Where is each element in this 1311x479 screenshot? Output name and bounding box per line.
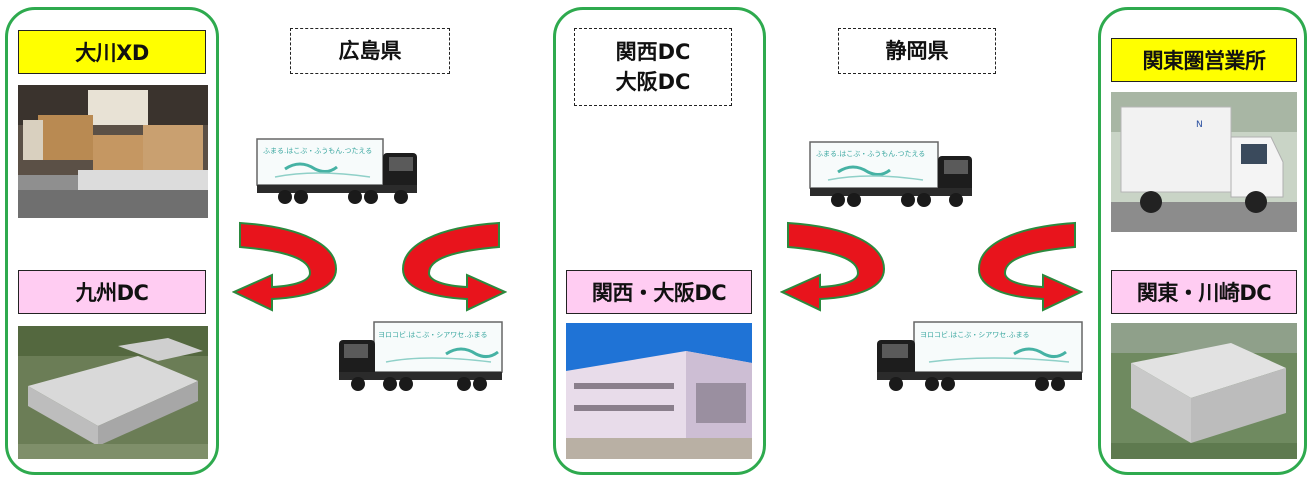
truck-icon: ヨロコビ.はこぶ・シアワセ.ふまる	[336, 318, 506, 398]
curved-arrow-icon	[392, 215, 507, 315]
osaka-dc-text: 大阪DC	[615, 70, 691, 94]
kyushu-dc-aerial-photo	[18, 326, 208, 459]
svg-text:ふまる.はこぶ・ふうもん.つたえる: ふまる.はこぶ・ふうもん.つたえる	[263, 147, 372, 155]
kansai-osaka-dc-label: 関西・大阪DC	[566, 270, 752, 314]
left-location-panel	[5, 7, 219, 475]
truck-icon: ふまる.はこぶ・ふうもん.つたえる	[808, 140, 976, 213]
shizuoka-text: 静岡県	[885, 39, 949, 63]
kanto-kawasaki-dc-aerial-photo	[1111, 323, 1297, 459]
curved-arrow-icon	[780, 215, 895, 315]
hiroshima-text: 広島県	[338, 39, 402, 63]
kansai-dc-text: 関西DC	[615, 40, 691, 64]
center-location-panel	[553, 7, 766, 475]
curved-arrow-icon	[968, 215, 1083, 315]
svg-text:ヨロコビ.はこぶ・シアワセ.ふまる: ヨロコビ.はこぶ・シアワセ.ふまる	[920, 330, 1029, 339]
curved-arrow-icon	[232, 215, 347, 315]
kanto-office-truck-photo: N	[1111, 92, 1297, 232]
truck-icon: ふまる.はこぶ・ふうもん.つたえる	[255, 137, 420, 210]
truck-icon: ヨロコビ.はこぶ・シアワセ.ふまる	[874, 318, 1086, 398]
svg-text:ヨロコビ.はこぶ・シアワセ.ふまる: ヨロコビ.はこぶ・シアワセ.ふまる	[378, 330, 487, 339]
shizuoka-region-label: 静岡県	[838, 28, 996, 74]
kansai-osaka-dc-building-photo	[566, 323, 752, 459]
svg-text:N: N	[1196, 120, 1203, 130]
kansai-osaka-dc-region-label: 関西DC 大阪DC	[574, 28, 732, 106]
hiroshima-region-label: 広島県	[290, 28, 450, 74]
kyushu-dc-label: 九州DC	[18, 270, 206, 314]
kanto-kawasaki-dc-label: 関東・川崎DC	[1111, 270, 1297, 314]
right-location-panel	[1098, 7, 1307, 475]
okawa-xd-label: 大川XD	[18, 30, 206, 74]
okawa-xd-warehouse-photo	[18, 85, 208, 218]
kanto-office-label: 関東圏営業所	[1111, 38, 1297, 82]
svg-text:ふまる.はこぶ・ふうもん.つたえる: ふまる.はこぶ・ふうもん.つたえる	[816, 150, 925, 158]
